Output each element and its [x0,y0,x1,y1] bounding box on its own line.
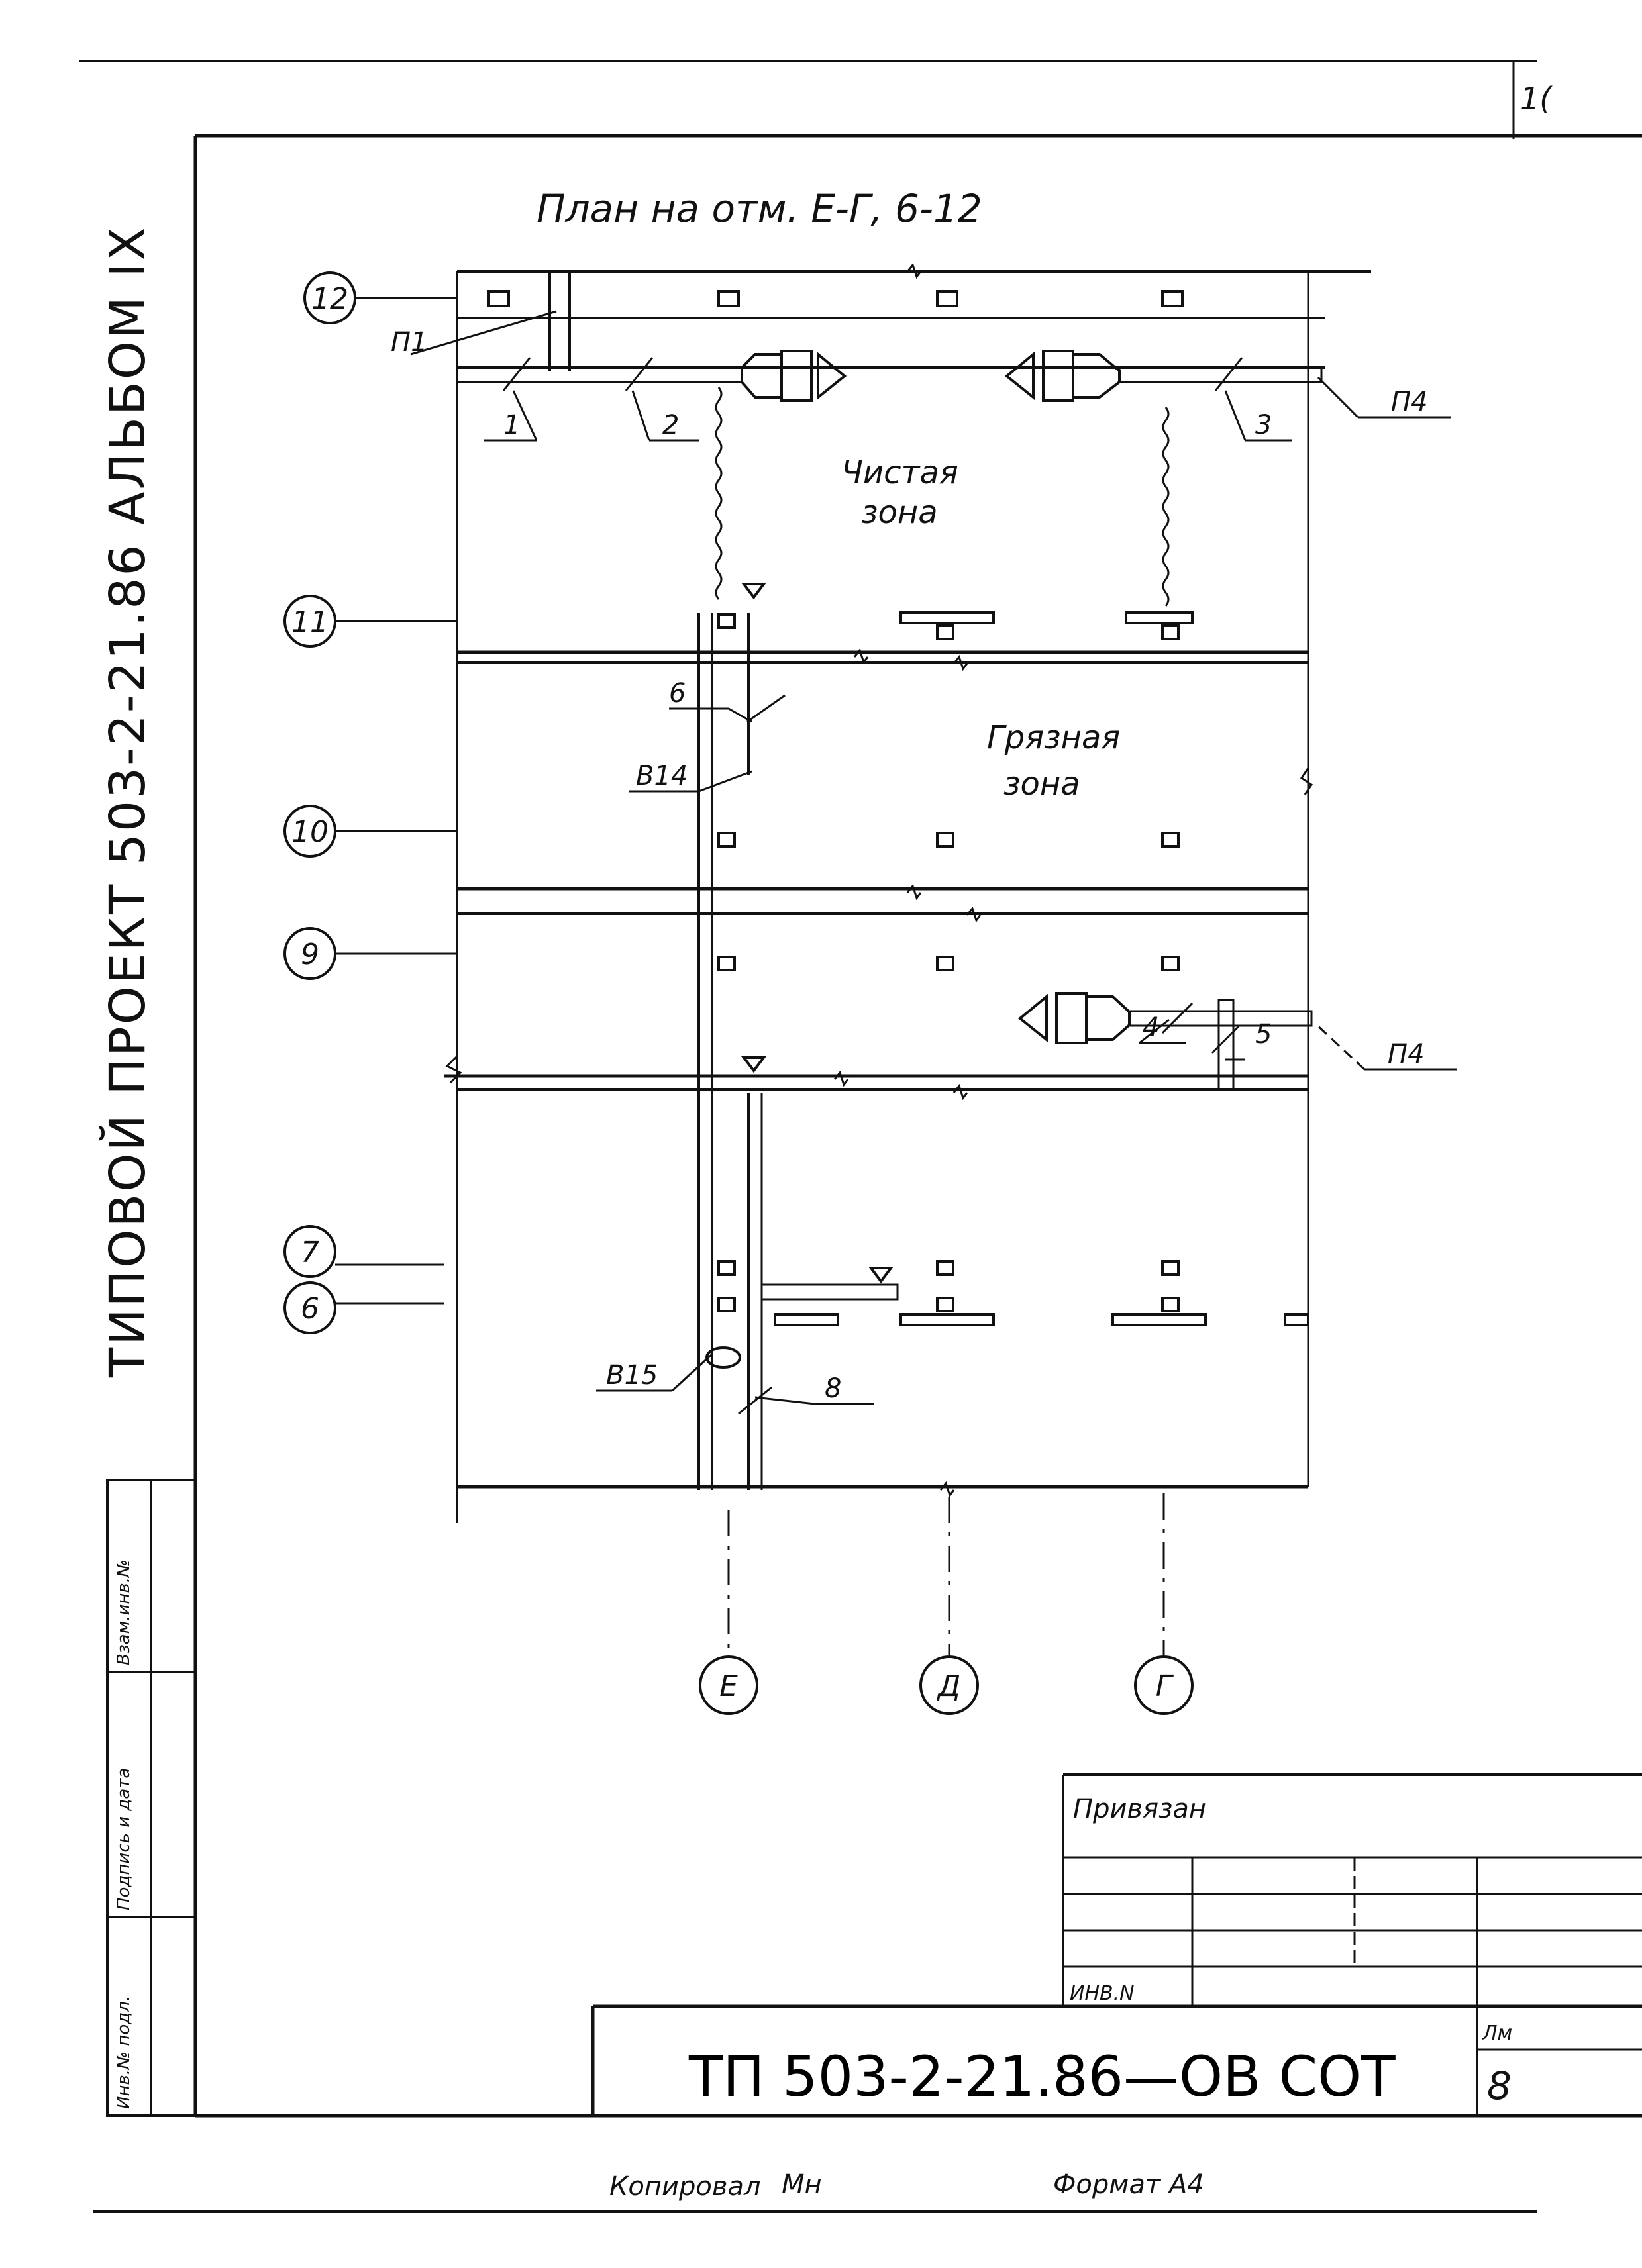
callout-p1: П1 [391,327,428,358]
axis-label-12: 12 [311,282,348,316]
axis-label-10: 10 [291,815,329,849]
side-col-signature: Подпись и дата [114,1767,134,1910]
break-mark-bottom [939,1481,955,1498]
branch-duct-lower [760,1283,899,1301]
callout-v15: В15 [606,1360,658,1391]
column-markers [487,290,1184,1312]
diffuser-top-left [741,353,783,399]
break-mark-right [1300,767,1313,795]
fan-unit-mid [1055,992,1088,1044]
axis-label-G: Г [1156,1669,1174,1703]
callout-3: 3 [1255,410,1272,440]
axis-label-6: 6 [301,1292,319,1326]
callout-6: 6 [669,678,686,709]
plan-title: План на отм. Е-Г, 6-12 [537,186,982,231]
footer-copied: Копировал [609,2171,761,2202]
stamp-list-value: 8 [1487,2063,1512,2108]
break-mark-11 [853,648,968,671]
supply-duct-top-right [1118,366,1323,383]
callout-p4-top: П4 [1391,387,1428,417]
stamp-code: ТП 503-2-21.86—ОВ СОТ [688,2044,1396,2109]
sheet-number: 1( [1520,81,1553,117]
title-block-grid [591,1773,1642,2116]
fan-unit-top-left [780,350,813,402]
supply-duct-mid [1128,1010,1313,1027]
column-axes [699,1493,1194,1715]
grille-bars [774,611,1309,1326]
callout-1: 1 [503,410,520,440]
stamp-inv: ИНВ.N [1070,1982,1135,2005]
break-mark-9 [833,1070,968,1101]
flex-line-left [715,387,723,600]
valve-b15 [705,1346,741,1369]
floor-plan [444,262,1371,1523]
elevation-marker-1 [741,583,766,600]
zone-clean-1: Чистая [841,454,958,491]
row-axes [283,271,457,1334]
marker-triangle-lower [868,1267,894,1284]
callout-2: 2 [662,410,679,440]
zone-dirty-2: зона [1003,765,1080,803]
callout-5: 5 [1255,1019,1272,1050]
arrow-right-top [817,351,847,401]
zone-clean-2: зона [861,494,938,531]
diffuser-top-right [1072,353,1121,399]
callout-4: 4 [1143,1012,1159,1043]
break-mark-top [906,262,922,279]
elevation-marker-2 [741,1056,766,1073]
stamp-list-label: Лм [1482,2022,1512,2045]
axis-label-E: Е [719,1669,738,1703]
axis-label-D: Д [937,1669,960,1703]
callout-8: 8 [825,1373,841,1404]
supply-duct-top-left [456,366,743,383]
footer-signature: Мн [782,2169,822,2200]
axis-label-7: 7 [301,1236,319,1269]
stamp-privyazan: Привязан [1073,1794,1206,1824]
callout-leaders [410,310,1457,1405]
section-ticks [502,357,1243,1415]
break-mark-left [445,1055,462,1084]
flex-line-right [1162,407,1170,607]
callout-p4-mid: П4 [1388,1039,1425,1069]
fan-unit-top-right [1042,350,1074,402]
zone-dirty-1: Грязная [987,719,1120,756]
side-col-replace: Взам.инв.№ [114,1559,134,1665]
break-mark-10 [906,883,982,923]
duct-drop-5 [1217,999,1235,1091]
callout-v14: В14 [636,761,688,791]
footer-format: Формат А4 [1053,2169,1204,2200]
side-col-inv: Инв.№ подл. [114,1995,134,2109]
arrow-left-top [1004,351,1035,401]
arrow-left-mid [1017,993,1048,1043]
axis-label-11: 11 [291,605,329,639]
axis-label-9: 9 [301,938,319,971]
album-label: ТИПОВОЙ ПРОЕКТ 503-2-21.86 АЛЬБОМ IX [99,225,156,1377]
diffuser-mid [1085,995,1131,1041]
